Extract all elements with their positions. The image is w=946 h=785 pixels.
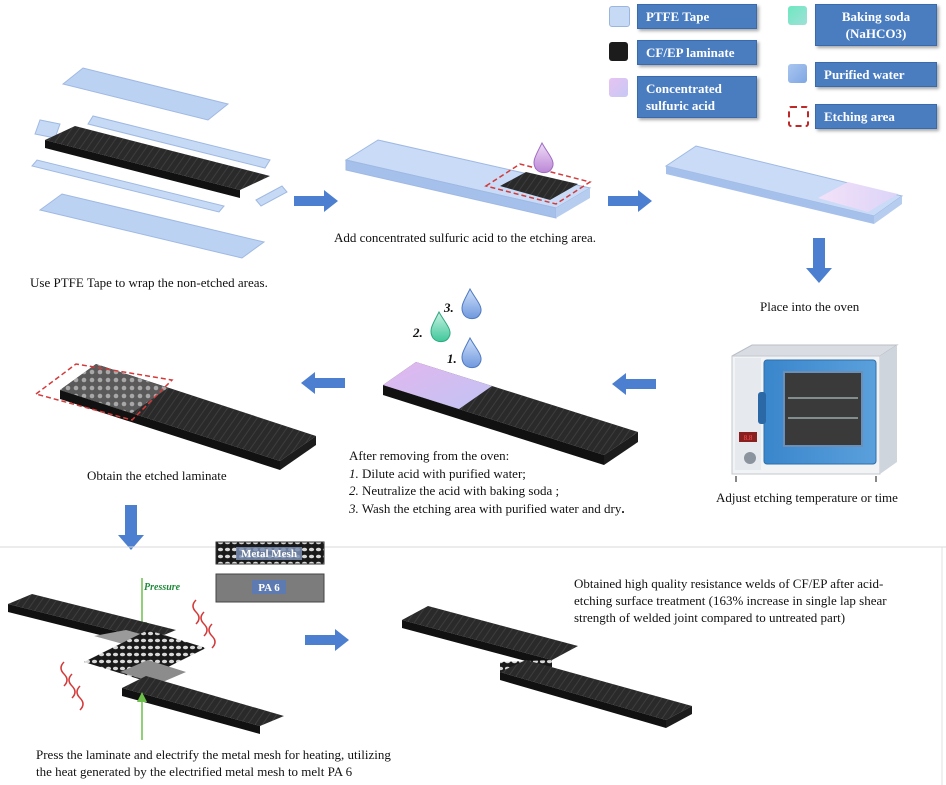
wrapped-laminate-acid xyxy=(344,139,592,219)
arrow-left-2 xyxy=(301,372,345,394)
drop-label-2: 2. xyxy=(412,325,423,340)
pressure-label: Pressure xyxy=(144,582,181,593)
etched-laminate xyxy=(34,363,316,470)
legend-cfep: CF/EP laminate xyxy=(637,40,757,65)
legend-soda: Baking soda (NaHCO3) xyxy=(815,4,937,46)
after-oven-title: After removing from the oven: xyxy=(349,448,510,463)
welded-joint xyxy=(402,606,692,728)
laminate-swatch xyxy=(609,42,628,61)
drop-label-1: 1. xyxy=(447,351,457,366)
caption-adjust: Adjust etching temperature or time xyxy=(716,490,898,505)
caption-press: Press the laminate and electrify the met… xyxy=(36,746,391,780)
caption-result-line3: strength of welded joint compared to unt… xyxy=(574,610,846,625)
step-2-text: Neutralize the acid with baking soda ; xyxy=(358,483,560,498)
caption-press-line2: the heat generated by the electrified me… xyxy=(36,764,353,779)
after-oven-step-1: 1. Dilute acid with purified water; xyxy=(349,465,625,483)
oven: 8.8 xyxy=(731,344,899,482)
legend-acid-line1: Concentrated xyxy=(646,81,722,96)
legend-soda-line1: Baking soda xyxy=(841,9,911,24)
arrow-down-2 xyxy=(118,505,144,550)
legend-acid-line2: sulfuric acid xyxy=(646,98,715,113)
legend-ptfe: PTFE Tape xyxy=(637,4,757,29)
metal-mesh-label: Metal Mesh xyxy=(241,548,297,560)
soda-swatch xyxy=(788,6,807,25)
legend-acid: Concentrated sulfuric acid xyxy=(637,76,757,118)
step-3-end: . xyxy=(621,500,625,516)
arrow-right-1 xyxy=(294,190,338,212)
oven-display: 8.8 xyxy=(744,434,753,442)
arrow-down-1 xyxy=(806,238,832,283)
etching-swatch xyxy=(788,106,809,127)
step-3-text: Wash the etching area with purified wate… xyxy=(358,500,622,516)
legend-water: Purified water xyxy=(815,62,937,87)
post-oven-laminate xyxy=(383,287,638,465)
legend-soda-line2: (NaHCO3) xyxy=(845,26,907,41)
after-oven-step-3: 3. Wash the etching area with purified w… xyxy=(349,500,625,518)
step-3-num: 3. xyxy=(349,500,359,516)
caption-add-acid: Add concentrated sulfuric acid to the et… xyxy=(334,230,597,245)
caption-result-line1: Obtained high quality resistance welds o… xyxy=(574,576,884,591)
ptfe-swatch xyxy=(609,6,630,27)
after-oven-step-2: 2. Neutralize the acid with baking soda … xyxy=(349,482,625,500)
step-2-num: 2. xyxy=(349,483,359,498)
caption-press-line1: Press the laminate and electrify the met… xyxy=(36,747,391,762)
ptfe-wrap-exploded xyxy=(31,67,288,259)
step-1-text: Dilute acid with purified water; xyxy=(358,465,526,481)
arrow-right-3 xyxy=(305,629,349,651)
drop-label-3: 3. xyxy=(443,300,454,315)
welding-assembly: Pressure xyxy=(8,578,284,740)
step-1-num: 1. xyxy=(349,465,359,481)
acid-swatch xyxy=(609,78,628,97)
caption-obtain: Obtain the etched laminate xyxy=(87,468,227,483)
caption-oven: Place into the oven xyxy=(760,299,860,314)
pa6-label: PA 6 xyxy=(258,582,280,594)
legend-etching: Etching area xyxy=(815,104,937,129)
water-swatch xyxy=(788,64,807,83)
after-oven-steps: After removing from the oven: 1. Dilute … xyxy=(349,447,625,517)
caption-wrap: Use PTFE Tape to wrap the non-etched are… xyxy=(30,275,268,290)
arrow-left-1 xyxy=(612,373,656,395)
caption-result: Obtained high quality resistance welds o… xyxy=(574,575,934,626)
arrow-right-2 xyxy=(608,190,652,212)
caption-result-line2: etching surface treatment (163% increase… xyxy=(574,593,887,608)
acid-covered-laminate xyxy=(664,145,904,224)
